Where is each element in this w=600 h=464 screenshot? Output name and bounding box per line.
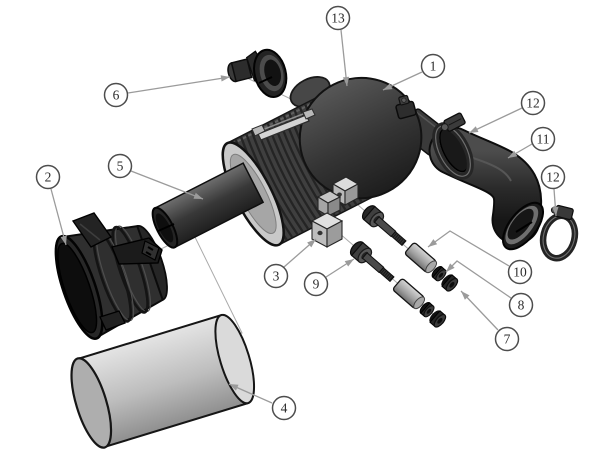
- clamp-band: [539, 212, 579, 262]
- hardware-set-upper: [351, 194, 465, 297]
- elbow-hose: [428, 126, 544, 251]
- leader-line: [340, 29, 348, 87]
- mounting-bracket: [310, 176, 360, 248]
- callout-circle: [494, 326, 520, 352]
- callout-number: 4: [281, 401, 288, 416]
- callout-circle: [35, 164, 61, 190]
- callout-number: 7: [504, 332, 511, 347]
- clip-tab-left: [251, 124, 266, 137]
- leader-arrowhead: [307, 239, 316, 248]
- callouts-layer: 13 1 12 11 12 6 5 2 3 9 10 8 7 4: [35, 5, 566, 421]
- funnel-neck: [230, 58, 253, 83]
- tube-mouth-dash: [157, 223, 175, 232]
- callout-number: 2: [45, 170, 52, 185]
- callout-circle: [263, 263, 289, 289]
- leader-arrowhead: [344, 259, 354, 267]
- leader-arrowhead: [469, 126, 479, 133]
- leader-arrowhead: [193, 192, 203, 199]
- callout-circle: [103, 82, 129, 108]
- callout-circle: [520, 90, 546, 116]
- filter-element: [70, 313, 256, 449]
- leader-arrowhead: [461, 291, 470, 300]
- clip-strap: [257, 114, 310, 141]
- cap-strap-buckle: [141, 240, 160, 261]
- callout-circle: [508, 292, 534, 318]
- callout-12: 12: [540, 164, 566, 217]
- callout-circle: [507, 259, 533, 285]
- callout-circle: [325, 5, 351, 31]
- leader-line: [427, 230, 510, 267]
- elbow-opening-dash: [515, 221, 533, 233]
- leader-arrowhead: [342, 76, 350, 86]
- callout-circle: [303, 271, 329, 297]
- callout-number: 12: [546, 170, 560, 185]
- callout-number: 3: [273, 269, 280, 284]
- clamp-screw-head: [440, 123, 449, 132]
- inlet-funnel: [227, 48, 288, 98]
- cap-opening: [57, 242, 98, 334]
- cap-ridge: [111, 225, 149, 314]
- callout-3: 3: [263, 238, 317, 289]
- funnel-dash: [258, 76, 273, 84]
- callout-5: 5: [107, 153, 204, 200]
- filter-end-right: [214, 313, 256, 405]
- callout-number: 11: [537, 132, 550, 147]
- leader-arrowhead: [446, 263, 455, 272]
- hose-clamp-upper: [432, 112, 474, 180]
- callout-8: 8: [445, 260, 534, 318]
- bracket-block-lower: [310, 212, 344, 248]
- callout-number: 6: [113, 88, 120, 103]
- callout-2: 2: [35, 164, 67, 246]
- leader-arrowhead: [229, 384, 239, 391]
- callout-10: 10: [427, 230, 533, 285]
- leader-arrowhead: [383, 83, 393, 90]
- callout-11: 11: [507, 126, 556, 159]
- callout-number: 8: [518, 298, 525, 313]
- callout-circle: [420, 53, 446, 79]
- elbow-lower-bore: [507, 208, 534, 240]
- bracket-block-middle: [316, 190, 342, 217]
- elbow-highlight: [469, 156, 512, 182]
- callout-number: 13: [331, 11, 345, 26]
- callout-1: 1: [382, 53, 446, 91]
- clip-tab-right: [302, 108, 316, 120]
- leader-line: [130, 170, 204, 200]
- callout-circle: [530, 126, 556, 152]
- callout-number: 9: [313, 277, 320, 292]
- callout-9: 9: [303, 258, 355, 297]
- barrel-highlight: [230, 98, 321, 146]
- cap-top-clip: [71, 212, 113, 248]
- callout-13: 13: [325, 5, 351, 87]
- bracket-hole: [317, 230, 323, 236]
- hose-clamp-lower: [539, 204, 579, 262]
- callout-12: 12: [468, 90, 546, 134]
- elbow-body: [430, 128, 541, 243]
- centerline-dashes: [157, 76, 533, 233]
- callout-circle: [107, 153, 133, 179]
- leader-arrowhead: [60, 235, 67, 245]
- callout-circle: [271, 395, 297, 421]
- clamp-band-highlight: [435, 125, 471, 177]
- end-cap: [54, 212, 168, 340]
- dome-fitting: [395, 94, 417, 120]
- leader-line: [468, 107, 523, 134]
- leader-line: [50, 188, 67, 246]
- callout-number: 5: [117, 159, 124, 174]
- callout-circle: [540, 164, 566, 190]
- leader-arrowhead: [552, 206, 559, 216]
- leader-arrowhead: [220, 75, 230, 82]
- callout-6: 6: [103, 75, 231, 108]
- leader-arrowhead: [428, 239, 438, 247]
- leader-arrowhead: [508, 150, 518, 158]
- cap-bottom-tab: [99, 310, 126, 331]
- leader-line: [127, 76, 231, 94]
- callout-number: 10: [513, 265, 527, 280]
- callout-4: 4: [228, 383, 297, 421]
- retainer-clip: [251, 108, 316, 141]
- callout-7: 7: [460, 290, 520, 352]
- filter-end-left: [70, 357, 113, 449]
- callout-number: 1: [430, 59, 437, 74]
- callout-number: 12: [526, 96, 540, 111]
